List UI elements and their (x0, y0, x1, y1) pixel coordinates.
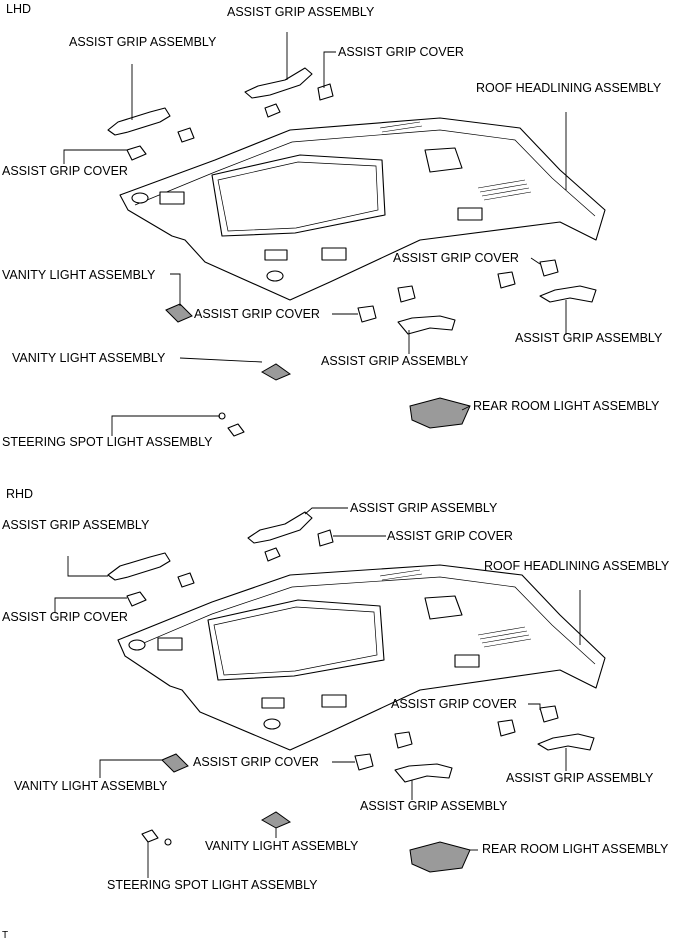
lhd-label-6: VANITY LIGHT ASSEMBLY (2, 268, 156, 282)
rhd-label-2: ASSIST GRIP ASSEMBLY (2, 518, 150, 532)
steering-spot-connector-rhd-part (164, 838, 172, 846)
lhd-label-7: ASSIST GRIP COVER (393, 251, 519, 265)
lhd-label-8: ASSIST GRIP COVER (194, 307, 320, 321)
assist-grip-cover-rhd-top-2-part (264, 547, 281, 562)
rhd-label-4: ROOF HEADLINING ASSEMBLY (484, 559, 670, 573)
assist-grip-rhd-top-part (247, 511, 313, 544)
assist-grip-cover-rhd-mid-part (394, 731, 413, 749)
lhd-label-4: ROOF HEADLINING ASSEMBLY (476, 81, 662, 95)
lhd-heading: LHD (6, 2, 31, 16)
lhd-label-13: STEERING SPOT LIGHT ASSEMBLY (2, 435, 213, 449)
assist-grip-cover-rhd-right-part (539, 705, 559, 723)
lhd-label-2: ASSIST GRIP ASSEMBLY (69, 35, 217, 49)
assist-grip-rhd-left-part (107, 552, 171, 581)
rhd-label-1: ASSIST GRIP ASSEMBLY (350, 501, 498, 515)
rhd-label-12: REAR ROOM LIGHT ASSEMBLY (482, 842, 669, 856)
assist-grip-cover-mid-part (397, 285, 416, 303)
rhd-label-13: STEERING SPOT LIGHT ASSEMBLY (107, 878, 318, 892)
rhd-section: RHD (2, 487, 670, 892)
rhd-heading: RHD (6, 487, 33, 501)
rhd-label-3: ASSIST GRIP COVER (387, 529, 513, 543)
lhd-label-10: VANITY LIGHT ASSEMBLY (12, 351, 166, 365)
assist-grip-right-part (539, 285, 597, 303)
roof-headlining-part (119, 117, 606, 301)
assist-grip-cover-top-part (317, 83, 334, 101)
vanity-light-rhd-2-part (260, 811, 292, 829)
vanity-light-rhd-1-part (161, 753, 189, 773)
rear-room-light-lhd-part (409, 397, 471, 429)
assist-grip-cover-top-2-part (264, 103, 281, 118)
assist-grip-cover-right-part (539, 259, 559, 277)
rear-room-light-rhd-part (409, 841, 471, 873)
lhd-label-1: ASSIST GRIP ASSEMBLY (227, 5, 375, 19)
rhd-label-8: ASSIST GRIP COVER (193, 755, 319, 769)
rhd-label-7: VANITY LIGHT ASSEMBLY (14, 779, 168, 793)
assist-grip-lower-part (397, 315, 456, 335)
lhd-label-5: ASSIST GRIP COVER (2, 164, 128, 178)
rhd-label-11: VANITY LIGHT ASSEMBLY (205, 839, 359, 853)
assist-grip-top-center-part (244, 67, 313, 99)
rhd-label-10: ASSIST GRIP ASSEMBLY (360, 799, 508, 813)
lhd-label-12: REAR ROOM LIGHT ASSEMBLY (473, 399, 660, 413)
assist-grip-upper-left-part (107, 107, 171, 136)
vanity-light-lhd-1-part (165, 303, 193, 323)
assist-grip-rhd-right-part (537, 733, 595, 751)
lhd-label-3: ASSIST GRIP COVER (338, 45, 464, 59)
lhd-section: LHD (2, 2, 663, 449)
assist-grip-cover-rhd-right-2-part (497, 719, 516, 737)
assist-grip-cover-rhd-left-part (126, 591, 147, 607)
assist-grip-cover-lower-part (357, 305, 377, 323)
assist-grip-rhd-lower-part (394, 763, 453, 783)
lhd-label-11: ASSIST GRIP ASSEMBLY (321, 354, 469, 368)
assist-grip-cover-rhd-top-part (317, 529, 334, 547)
assist-grip-cover-rhd-left-2-part (177, 572, 195, 588)
assist-grip-cover-left-2-part (177, 127, 195, 143)
roof-headlining-rhd-part (117, 564, 606, 751)
vanity-light-lhd-2-part (260, 363, 292, 381)
steering-spot-light-lhd-part (227, 423, 245, 437)
assist-grip-cover-rhd-lower-part (354, 753, 374, 771)
assist-grip-cover-right-2-part (497, 271, 516, 289)
rhd-label-6: ASSIST GRIP COVER (391, 697, 517, 711)
rhd-label-9: ASSIST GRIP ASSEMBLY (506, 771, 654, 785)
lhd-label-9: ASSIST GRIP ASSEMBLY (515, 331, 663, 345)
assist-grip-cover-left-part (126, 145, 147, 161)
footer-code: T (2, 930, 8, 941)
rhd-label-5: ASSIST GRIP COVER (2, 610, 128, 624)
steering-spot-light-rhd-part (141, 829, 159, 843)
